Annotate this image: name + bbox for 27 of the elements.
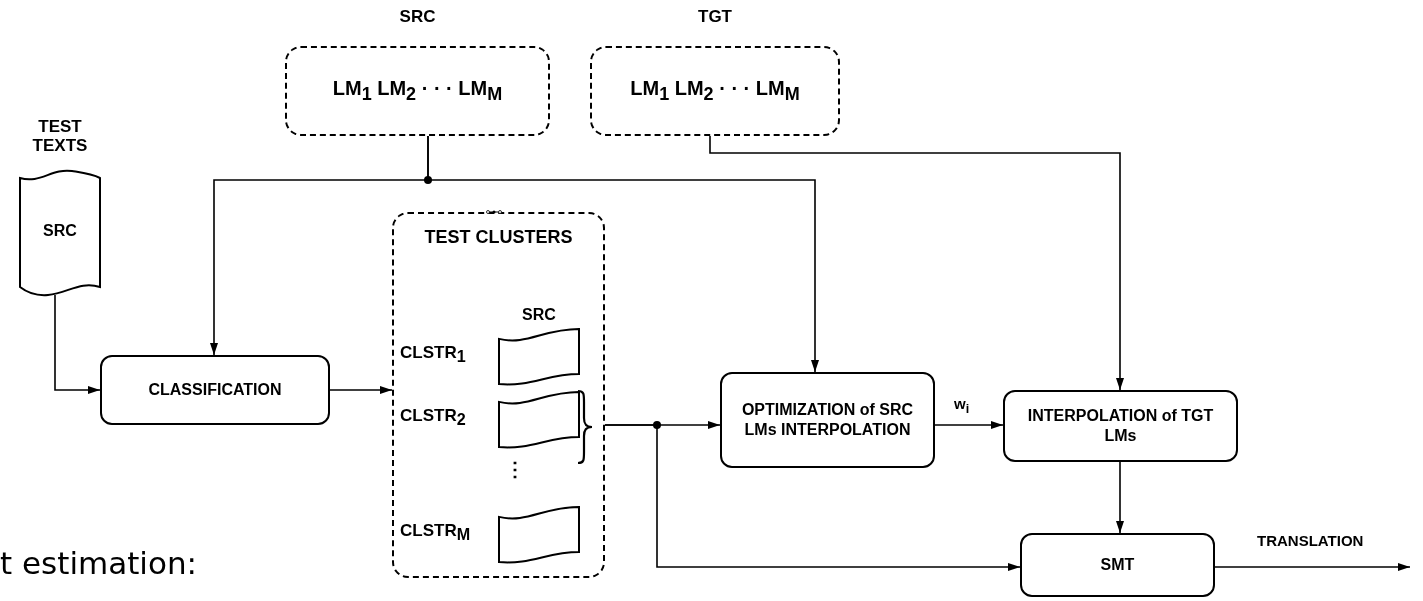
box-label: OPTIMIZATION of SRC LMs INTERPOLATION: [740, 400, 915, 440]
arrow: [934, 421, 1004, 429]
caption-text: t estimation:: [0, 545, 198, 581]
process-box: [1003, 390, 1238, 462]
arrow: [1214, 563, 1411, 571]
arrow: [709, 135, 1124, 391]
arrow: [427, 135, 819, 373]
model-list: LM$_{1}$ LM$_{2}$ · · · LM$_{M}$: [630, 77, 800, 105]
vertical-ellipsis: ⋮: [505, 457, 525, 481]
model-list: LM$_{1}$ LM$_{2}$ · · · LM$_{M}$: [332, 77, 503, 105]
group-heading: SRC: [398, 8, 437, 27]
document-label: SRC: [42, 222, 78, 240]
process-box: [100, 355, 330, 425]
arrow: [1116, 461, 1124, 534]
box-label: CLASSIFICATION: [148, 380, 282, 400]
arrow: [604, 424, 1021, 571]
process-box: [720, 372, 935, 468]
group-heading: TGT: [697, 8, 733, 27]
group-heading: TEST CLUSTERS: [423, 228, 574, 248]
arrow: [329, 386, 393, 394]
box-label: SMT: [1100, 555, 1135, 575]
process-box: [1020, 533, 1215, 597]
arrow: [54, 294, 101, 394]
document-heading: SRC: [521, 306, 557, 324]
document-heading: TEST TEXTS: [31, 118, 89, 156]
dashed-group-box: [392, 212, 605, 578]
box-label: INTERPOLATION of TGT LMs: [1026, 406, 1215, 446]
